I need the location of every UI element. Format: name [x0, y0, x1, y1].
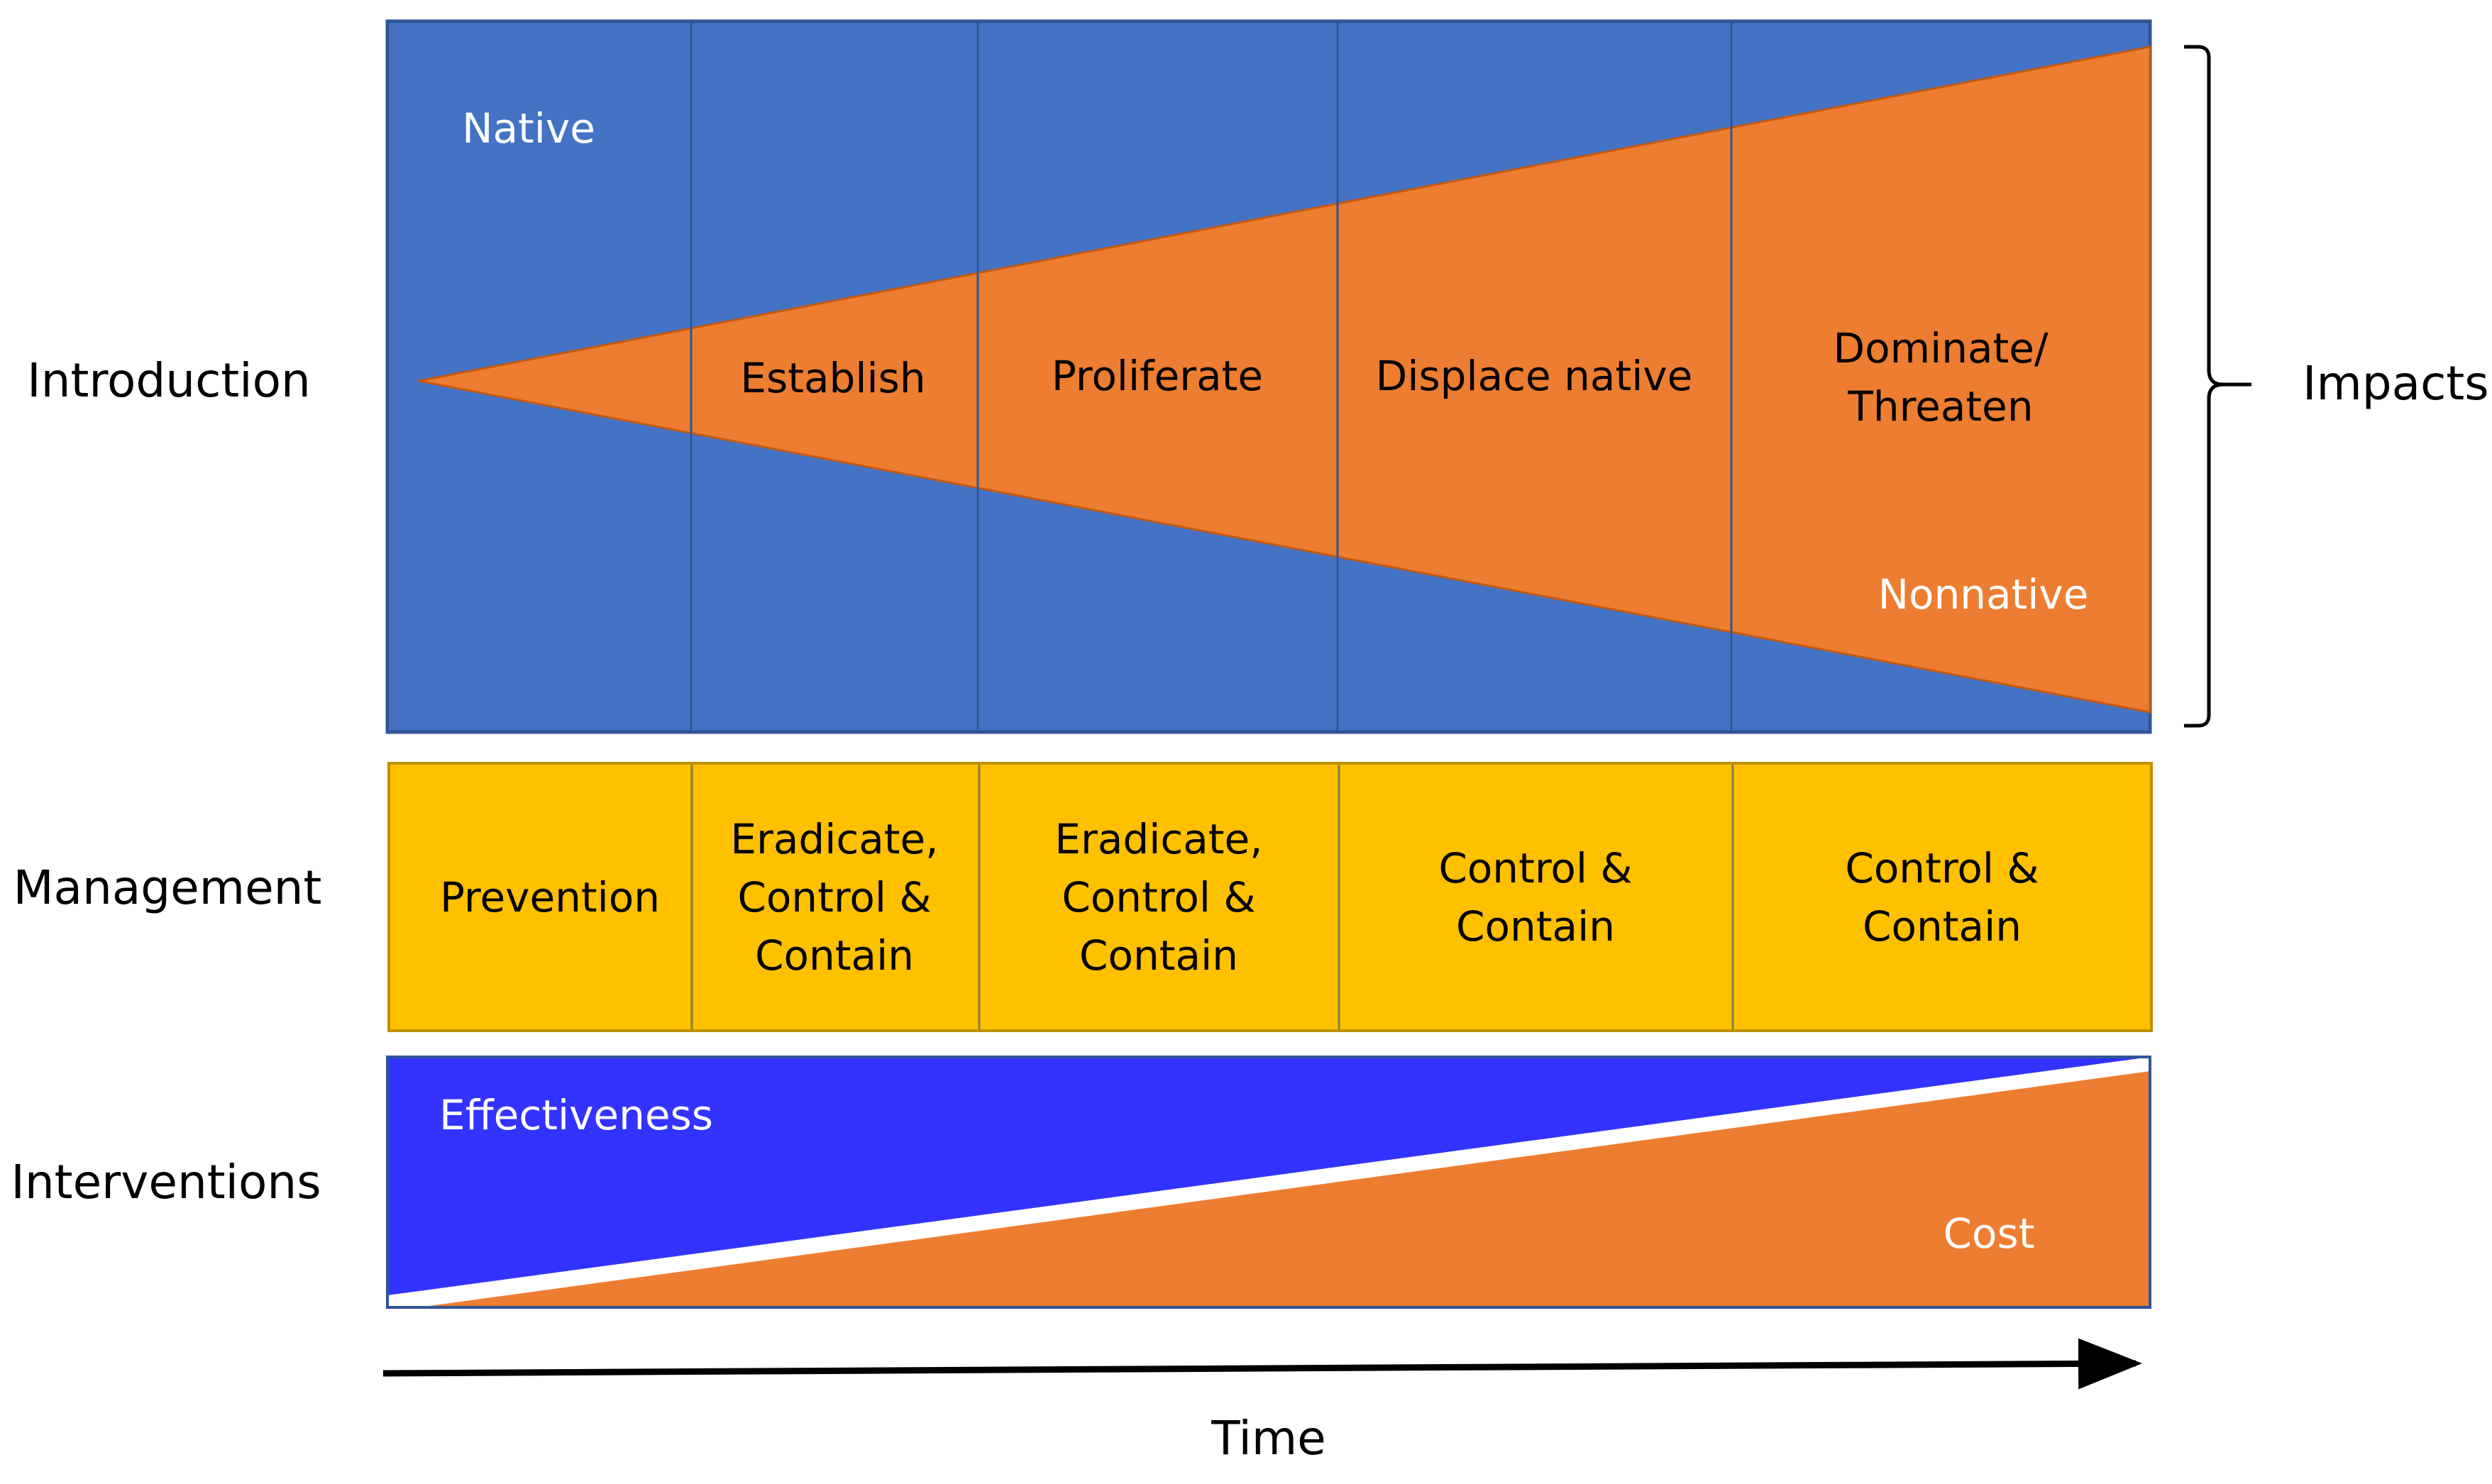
- management-cell-label: Eradicate,: [730, 815, 938, 863]
- management-cell-label: Prevention: [440, 873, 660, 921]
- management-panel: Prevention Eradicate, Control & Contain Erad…: [387, 762, 2153, 1032]
- stage-labels: Establish Proliferate Displace native Domin…: [740, 324, 2049, 431]
- cost-label: Cost: [1944, 1209, 2035, 1258]
- nonnative-wedge: [418, 45, 2151, 714]
- management-cell-label: Control &: [1438, 844, 1632, 892]
- management-cell-label: Control &: [1845, 844, 2039, 892]
- row-label-introduction: Introduction: [27, 353, 311, 408]
- management-cell-label: Eradicate,: [1054, 815, 1262, 863]
- time-axis: Time: [382, 1338, 2142, 1466]
- stage-label: Proliferate: [1052, 352, 1263, 400]
- native-label: Native: [462, 104, 595, 153]
- management-cell-label: Control &: [1062, 873, 1255, 921]
- stage-label: Displace native: [1376, 352, 1693, 400]
- management-cell-label: Contain: [1863, 902, 2022, 951]
- effectiveness-wedge: [387, 1057, 2150, 1295]
- effectiveness-label: Effectiveness: [439, 1091, 713, 1139]
- interventions-frame: [386, 1056, 2151, 1309]
- management-cell-label: Control &: [737, 873, 931, 921]
- management-cell-label: Contain: [1079, 931, 1238, 980]
- stage-label: Threaten: [1847, 382, 2033, 431]
- time-label: Time: [1211, 1411, 1326, 1466]
- introduction-panel: Native Nonnative Establish Proliferate Dis…: [385, 19, 2152, 734]
- management-labels: Prevention Eradicate, Control & Contain Erad…: [440, 815, 2039, 980]
- nonnative-label: Nonnative: [1878, 570, 2089, 619]
- stage-label: Establish: [740, 354, 925, 402]
- time-arrow: [382, 1338, 2142, 1390]
- row-label-management: Management: [13, 860, 322, 915]
- impacts-bracket: Impacts: [2184, 45, 2489, 728]
- management-background: [387, 762, 2153, 1032]
- row-label-interventions: Interventions: [11, 1155, 321, 1209]
- interventions-divider: [387, 1058, 2151, 1309]
- stage-label: Dominate/: [1833, 324, 2048, 372]
- cost-wedge: [419, 1071, 2150, 1307]
- impacts-brace: [2184, 45, 2251, 728]
- impacts-label: Impacts: [2303, 356, 2489, 411]
- interventions-panel: Effectiveness Cost: [386, 1056, 2151, 1309]
- management-cell-label: Contain: [755, 931, 914, 980]
- management-cell-label: Contain: [1456, 902, 1615, 951]
